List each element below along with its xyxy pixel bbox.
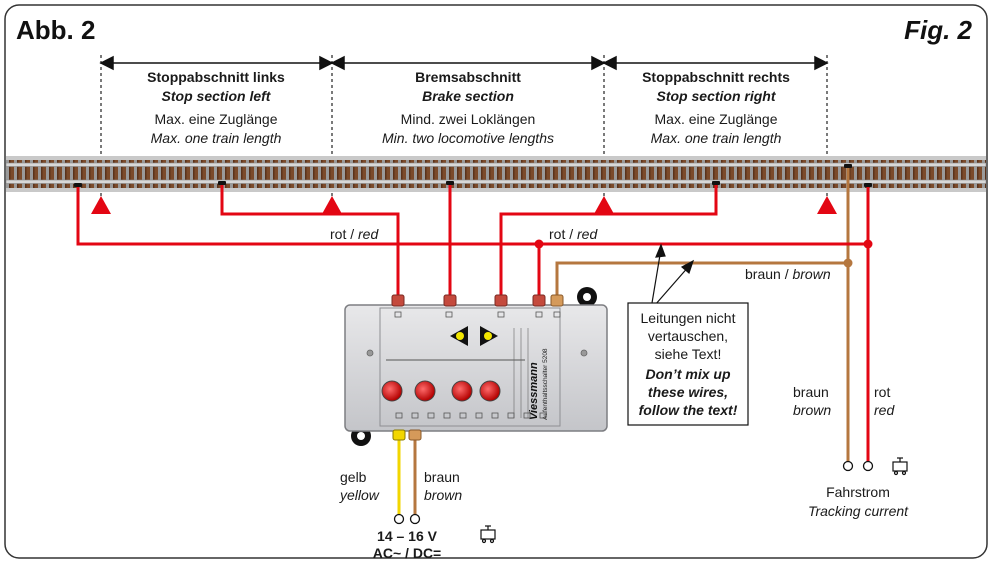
- section-right-desc-de: Max. eine Zuglänge: [655, 111, 778, 127]
- warning-line-3: siehe Text!: [655, 346, 722, 362]
- vertical-brown-label-en: brown: [793, 402, 831, 418]
- bottom-brown-label-de: braun: [424, 469, 460, 485]
- warning-line-1: Leitungen nicht: [641, 310, 736, 326]
- warning-pointers: [651, 243, 695, 306]
- tracking-label-de: Fahrstrom: [826, 484, 890, 500]
- vertical-red-label-de: rot: [874, 384, 890, 400]
- section-right-title-en: Stop section right: [657, 88, 777, 104]
- yellow-label-de: gelb: [340, 469, 367, 485]
- yellow-label-en: yellow: [339, 487, 380, 503]
- bottom-brown-label-en: brown: [424, 487, 462, 503]
- vertical-brown-label-de: braun: [793, 384, 829, 400]
- warning-line-5: these wires,: [648, 384, 728, 400]
- warning-line-6: follow the text!: [639, 402, 738, 418]
- section-brake-desc-de: Mind. zwei Loklängen: [401, 111, 536, 127]
- section-right-desc-en: Max. one train length: [651, 130, 782, 146]
- power-type: AC~ / DC=: [373, 545, 441, 561]
- section-brake-title-en: Brake section: [422, 88, 514, 104]
- terminal-squares: [394, 311, 561, 419]
- viessmann-module: Viessmann Aufenthaltsschalter 5208: [344, 304, 608, 432]
- tracking-terminals: [842, 460, 874, 472]
- section-left-desc-de: Max. eine Zuglänge: [155, 111, 278, 127]
- header-left-title: Abb. 2: [16, 15, 95, 45]
- module-top-connectors: [391, 294, 564, 307]
- header-right-title: Fig. 2: [904, 15, 972, 45]
- dimension-arrows: [99, 55, 829, 71]
- section-right-label: Stoppabschnitt rechts Stop section right…: [642, 69, 790, 146]
- section-left-title-de: Stoppabschnitt links: [147, 69, 285, 85]
- section-left-desc-en: Max. one train length: [151, 130, 282, 146]
- junctions: [534, 239, 873, 268]
- transformer-icon-tracking: [892, 457, 908, 476]
- module-brand: Viessmann: [528, 362, 540, 420]
- isolation-markers: [91, 196, 837, 214]
- section-brake-desc-en: Min. two locomotive lengths: [382, 130, 554, 146]
- transformer-icon-power: [480, 525, 496, 544]
- power-voltage: 14 – 16 V: [377, 528, 438, 544]
- tracking-label-en: Tracking current: [808, 503, 909, 519]
- section-right-title-de: Stoppabschnitt rechts: [642, 69, 790, 85]
- power-terminals: [393, 513, 421, 525]
- brown-wire-label: braun / brown: [745, 266, 831, 282]
- module-product: Aufenthaltsschalter 5208: [542, 348, 549, 420]
- section-left-label: Stoppabschnitt links Stop section left M…: [147, 69, 285, 146]
- section-brake-title-de: Bremsabschnitt: [415, 69, 521, 85]
- module-fine-print: [513, 328, 529, 418]
- red-wire-label-1: rot / red: [330, 226, 379, 242]
- warning-box: Leitungen nicht vertauschen, siehe Text!…: [627, 302, 749, 426]
- warning-line-4: Don’t mix up: [645, 366, 730, 382]
- warning-line-2: vertauschen,: [648, 328, 728, 344]
- track-contacts: [74, 164, 872, 187]
- brown-wires: [413, 166, 850, 515]
- section-left-title-en: Stop section left: [162, 88, 272, 104]
- vertical-red-label-en: red: [874, 402, 895, 418]
- red-wire-label-2: rot / red: [549, 226, 598, 242]
- section-brake-label: Bremsabschnitt Brake section Mind. zwei …: [382, 69, 554, 146]
- railway-track: [5, 156, 987, 192]
- module-bottom-connectors: [392, 429, 422, 441]
- potentiometer-knobs: [381, 380, 501, 402]
